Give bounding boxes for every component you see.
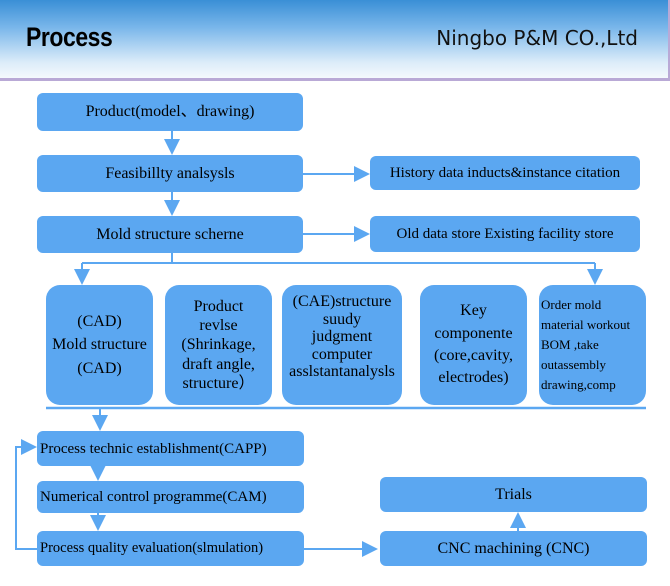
revise-line: Product (193, 298, 244, 316)
key-line: (core,cavity, (434, 347, 513, 364)
cae-line: judgment (311, 328, 373, 346)
step-cnc-machining: CNC machining (CNC) (380, 531, 647, 566)
order-line: outassembly (541, 357, 606, 373)
step-cad: (CAD) Mold structure (CAD) (46, 285, 153, 405)
order-line: drawing,comp (541, 377, 616, 393)
feedback-loop (15, 439, 37, 550)
cad-line: (CAD) (77, 313, 122, 331)
step-key-components: Key componente (core,cavity, electrodes) (420, 285, 527, 405)
step-old-data: Old data store Existing facility store (370, 216, 640, 252)
cad-line: Mold structure (52, 336, 147, 354)
step-product: Product(model、drawing) (37, 93, 303, 131)
revise-line: draft angle, (182, 355, 255, 373)
key-line: electrodes) (438, 369, 509, 387)
revise-line: (Shrinkage, (181, 336, 256, 354)
cae-line: asslstantanalysls (289, 363, 395, 381)
revise-line: revlse (199, 317, 238, 335)
order-line: Order mold (541, 296, 602, 312)
order-line: BOM ,take (541, 336, 599, 352)
step-mold-structure: Mold structure scherne (37, 216, 303, 253)
step-quality-evaluation: Process quality evaluation(slmulation) (37, 531, 304, 566)
cae-line: suudy (322, 310, 362, 328)
step-trials: Trials (380, 477, 647, 512)
order-line: material workout (541, 316, 631, 332)
cae-line: (CAE)structure (292, 293, 392, 310)
page-title: Process (26, 22, 113, 52)
cae-line: computer (311, 345, 373, 363)
company-name: Ningbo P&M CO.,Ltd (436, 26, 638, 50)
step-feasibility: Feasibillty analsysls (37, 155, 303, 192)
step-cam: Numerical control programme(CAM) (37, 481, 304, 513)
cad-line: (CAD) (77, 359, 122, 377)
step-capp: Process technic establishment(CAPP) (37, 431, 304, 466)
key-line: componente (434, 324, 513, 342)
revise-line: structure） (182, 374, 255, 392)
key-line: Key (460, 302, 487, 320)
header-banner: Process Ningbo P&M CO.,Ltd (0, 0, 670, 81)
step-history-data: History data inducts&instance citation (370, 156, 640, 190)
